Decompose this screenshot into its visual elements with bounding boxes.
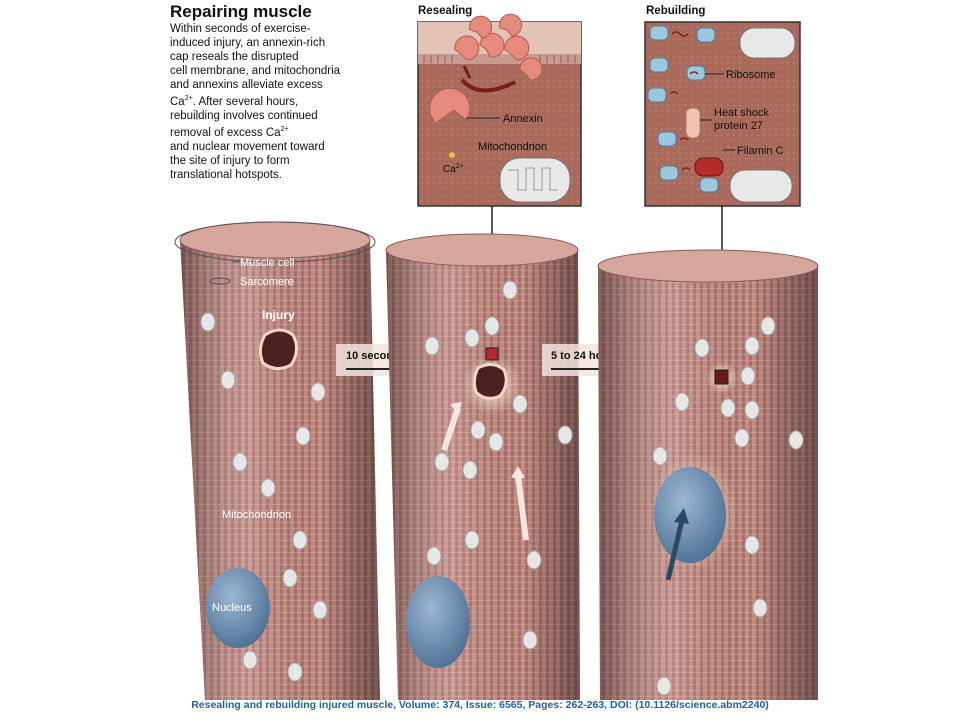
intro-line: induced injury, an annexin-rich — [170, 37, 326, 49]
resealing-zoom-box — [485, 347, 499, 361]
mitochondrion-cell-label: Mitochondrion — [222, 509, 291, 521]
mitochondria-cluster — [200, 312, 328, 682]
muscle-fiber-2 — [385, 233, 580, 700]
intro-text-fragment: . After several hours, — [192, 95, 299, 108]
hsp-label-line2: protein 27 — [714, 120, 763, 132]
annexin-cap — [454, 13, 543, 81]
nucleus — [654, 467, 726, 563]
membrane-repair-arrow — [460, 78, 516, 93]
intro-line: removal of excess Ca2+ — [170, 123, 375, 140]
mitochondrion-label: Mitochondrion — [478, 141, 547, 153]
intro-line: the site of injury to form — [170, 154, 290, 167]
muscle-cell-label: Muscle cell — [240, 257, 294, 269]
superscript: 2+ — [280, 125, 289, 133]
rebuilding-panel-title: Rebuilding — [646, 5, 706, 17]
intro-line: and annexins alleviate excess — [170, 79, 323, 91]
intro-paragraph: Within seconds of exercise- induced inju… — [170, 22, 375, 182]
mito-movement-arrow — [441, 407, 461, 451]
filamin-label: Filamin C — [737, 145, 784, 157]
calcium-ion — [449, 152, 455, 158]
cell-membrane — [418, 54, 581, 64]
rebuilding-panel: Ribosome Heat shock protein 27 Filamin C — [644, 21, 801, 207]
citation: Resealing and rebuilding injured muscle,… — [191, 699, 769, 711]
intro-line: cell membrane, and mitochondria — [170, 65, 341, 77]
sarcomere-label: Sarcomere — [240, 276, 294, 288]
ribosome-label: Ribosome — [726, 69, 776, 81]
intro-text-fragment: Ca — [170, 95, 185, 108]
mitochondria-cluster — [424, 280, 573, 650]
calcium-label: Ca2+ — [443, 163, 464, 175]
sarcomere-marker — [209, 277, 231, 285]
superscript: 2+ — [184, 95, 193, 102]
filamin-c — [694, 157, 724, 177]
resealing-panel: Annexin Mitochondrion Ca2+ — [417, 13, 582, 207]
annexin-molecule — [429, 87, 471, 124]
mitochondria-cluster — [652, 316, 804, 696]
intro-line: Ca2+. After several hours, — [170, 92, 375, 109]
intro-line: cap reseals the disrupted — [170, 51, 299, 63]
mito-movement-arrow — [515, 474, 529, 541]
intro-text-fragment: removal of excess Ca — [170, 126, 281, 139]
annexin-label: Annexin — [503, 113, 543, 125]
intro-line: translational hotspots. — [170, 168, 282, 181]
mitochondrion-illustration — [499, 157, 571, 203]
mitochondrion-lower — [729, 169, 793, 203]
hsp-label-line1: Heat shock — [714, 107, 770, 119]
calcium-superscript: 2+ — [456, 163, 464, 170]
fiber-top — [597, 249, 819, 283]
membrane-lipids — [423, 55, 576, 63]
figure-title: Repairing muscle — [170, 2, 312, 21]
fiber-top — [385, 233, 579, 267]
rebuilding-zoom-box — [714, 369, 729, 385]
muscle-fiber-3 — [597, 249, 819, 700]
ribosomes — [647, 25, 719, 193]
muscle-fiber-1: Muscle cell Sarcomere Injury Mitochondri… — [174, 221, 380, 700]
injury-site — [258, 328, 298, 370]
nucleus-label: Nucleus — [212, 602, 252, 614]
resealing-panel-title: Resealing — [418, 5, 473, 17]
nuclear-movement-arrow — [665, 519, 685, 581]
nucleus — [206, 568, 270, 648]
intro-line: rebuilding involves continued — [170, 109, 318, 122]
mitochondrion-upper — [739, 27, 796, 59]
heat-shock-protein — [685, 107, 701, 139]
nucleus — [406, 576, 470, 668]
mrna-strands — [669, 31, 699, 171]
arrow-up — [462, 65, 472, 79]
intro-line: and nuclear movement toward — [170, 140, 325, 153]
injury-site — [472, 363, 508, 400]
calcium-text: Ca — [443, 164, 456, 175]
intro-line: Within seconds of exercise- — [170, 23, 311, 35]
muscle-cell-outline — [174, 221, 376, 263]
injury-label: Injury — [262, 308, 295, 322]
